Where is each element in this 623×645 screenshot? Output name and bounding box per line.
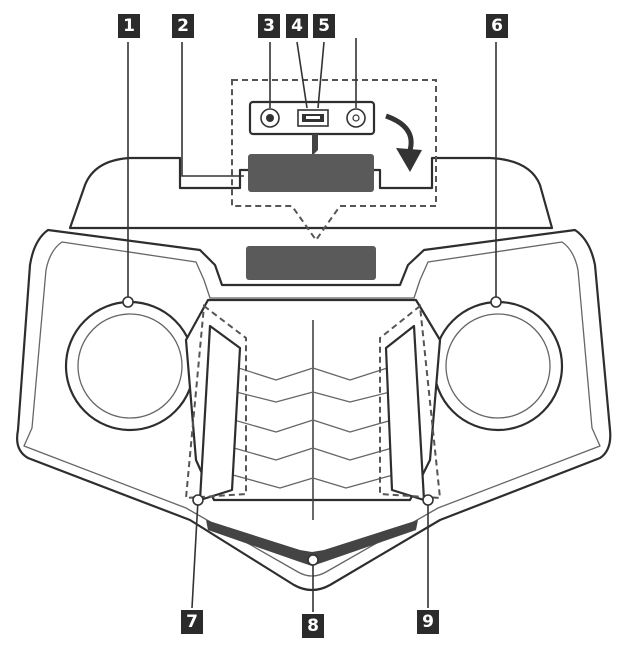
display-panel [246,246,376,280]
callout-1-left-speaker: 1 [118,14,140,38]
body-bevel [23,241,601,577]
svg-text:2: 2 [177,16,189,36]
svg-text:9: 9 [422,612,434,632]
top-rear-shell [68,156,554,230]
cover-panel [248,154,374,192]
svg-text:6: 6 [491,16,503,36]
jack-icon [260,108,280,128]
callout-3-jack: 3 [258,14,280,38]
callout-9-right-lighting: 9 [417,610,439,634]
right-lighting-strip [379,304,442,502]
center-console [184,298,442,520]
callout-5-button: 5 [313,14,335,38]
svg-text:4: 4 [291,16,303,36]
svg-text:8: 8 [307,616,319,636]
callout-7-left-lighting: 7 [181,610,203,634]
inset-box [231,79,437,242]
callout-4-usb-port: 4 [286,14,308,38]
button-icon [346,108,366,128]
left-lighting-strip [184,304,247,502]
rotate-arrow-icon [385,113,422,172]
callout-2-cover: 2 [172,14,194,38]
callout-6-right-speaker: 6 [486,14,508,38]
right-speaker [432,300,564,432]
svg-text:5: 5 [318,16,330,36]
svg-text:3: 3 [263,16,275,36]
svg-text:1: 1 [123,16,135,36]
usb-icon [297,109,329,127]
svg-text:7: 7 [186,612,198,632]
callout-8-front-lighting: 8 [302,614,324,638]
leader-lines [122,38,502,612]
left-speaker [64,300,196,432]
